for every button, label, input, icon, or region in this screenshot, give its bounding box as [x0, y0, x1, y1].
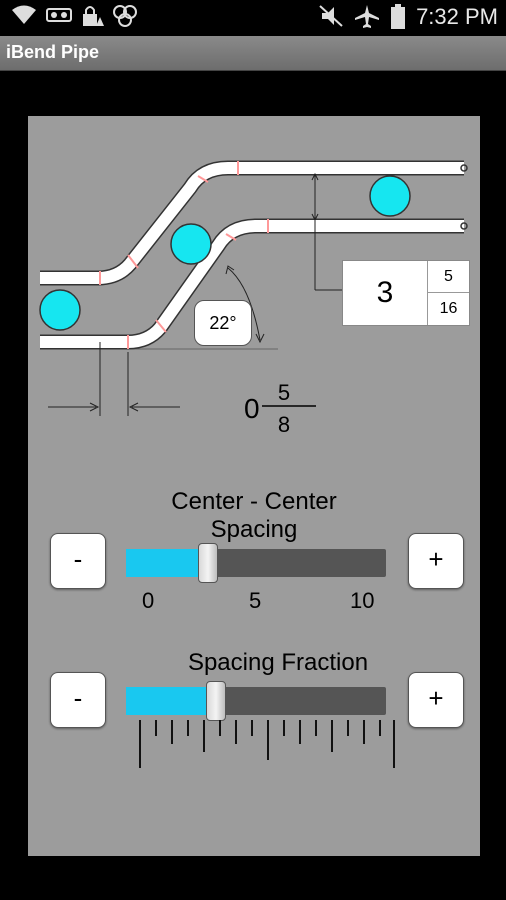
spacing-numerator: 5	[278, 380, 290, 405]
spacing-fraction-slider-fill	[126, 687, 214, 715]
center-spacing-slider-fill	[126, 549, 208, 577]
spacing-whole-value: 0	[244, 393, 260, 424]
center-spacing-slider-thumb[interactable]	[198, 543, 218, 583]
status-bar: 7:32 PM	[0, 0, 506, 36]
spacing-denominator: 8	[278, 412, 290, 437]
spacing-fraction-plus-button[interactable]: +	[408, 672, 464, 728]
battery-icon	[390, 4, 406, 37]
spacing-fraction-slider[interactable]	[126, 681, 386, 721]
center-spacing-tick-max: 10	[350, 588, 375, 613]
action-bar: iBend Pipe	[0, 36, 506, 71]
center-spacing-tick-min: 0	[142, 588, 155, 613]
center-spacing-tick-mid: 5	[249, 588, 262, 613]
angle-label: 22°	[194, 300, 252, 346]
status-time: 7:32 PM	[416, 4, 498, 29]
mute-icon	[318, 4, 344, 35]
offset-readout: 3 5 16	[342, 260, 470, 326]
pipe-diagram: 0 5 8	[39, 160, 468, 437]
offset-denominator: 16	[439, 300, 458, 317]
offset-numerator: 5	[444, 268, 453, 285]
lock-warning-icon	[80, 4, 104, 35]
ball-markers	[39, 175, 411, 331]
voicemail-icon	[46, 4, 72, 33]
center-spacing-plus-button[interactable]: +	[408, 533, 464, 589]
fraction-ruler	[139, 720, 395, 768]
center-spacing-label: Center - Center Spacing	[171, 488, 337, 543]
wifi-icon	[10, 4, 38, 33]
main-panel: 0 5 8 22° 3 5 16 Center - Center Spacing…	[28, 116, 480, 856]
center-spacing-slider[interactable]	[126, 543, 386, 583]
spacing-fraction-slider-thumb[interactable]	[206, 681, 226, 721]
app-notification-icon	[112, 4, 138, 35]
spacing-fraction-label: Spacing Fraction	[187, 649, 369, 676]
center-spacing-minus-button[interactable]: -	[50, 533, 106, 589]
spacing-fraction-minus-button[interactable]: -	[50, 672, 106, 728]
airplane-mode-icon	[354, 4, 380, 35]
app-title: iBend Pipe	[6, 42, 100, 62]
offset-whole-value: 3	[376, 276, 394, 309]
